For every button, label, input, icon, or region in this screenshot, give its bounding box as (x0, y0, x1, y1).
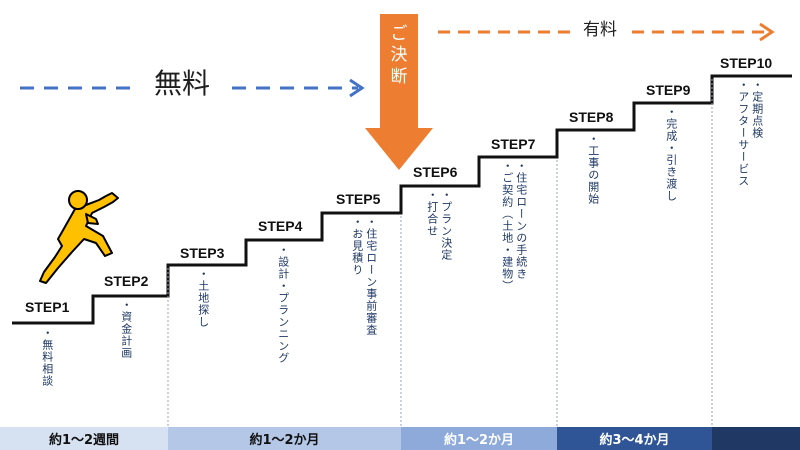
step-label: STEP3 (180, 245, 225, 261)
phase-bar (712, 427, 800, 450)
phase-bar: 約1～2か月 (168, 427, 401, 450)
phase-bar: 約1～2週間 (0, 427, 168, 450)
step-task-text: ・資金計画 (119, 299, 133, 359)
step-task-text: ・無料相談 (40, 327, 54, 387)
step-task-text: ・定期点検 (750, 79, 764, 139)
step-task-text: ・土地探し (196, 268, 210, 328)
phase-bar: 約3～4か月 (557, 427, 712, 450)
step-label: STEP4 (258, 218, 303, 234)
staircase-line (12, 74, 792, 325)
step-task-text: ・プラン決定 (439, 189, 453, 261)
step-task-text: ・ご契約（土地・建物） (500, 160, 514, 292)
phase-bar: 約1～2か月 (401, 427, 557, 450)
decision-arrow (365, 14, 433, 170)
step-label: STEP6 (413, 164, 458, 180)
step-label: STEP1 (25, 299, 70, 315)
paid-arrow (438, 22, 775, 42)
step-label: STEP7 (491, 136, 536, 152)
step-label: STEP8 (569, 109, 614, 125)
step-label: STEP9 (646, 82, 691, 98)
free-arrow (20, 78, 365, 98)
decision-label: ご決断 (386, 24, 412, 88)
step-label: STEP5 (336, 191, 381, 207)
step-task-text: ・打合せ (425, 189, 439, 237)
step-task-text: ・住宅ローンの手続き (514, 160, 528, 280)
free-label: 無料 (154, 67, 211, 100)
step-task-text: ・住宅ローン事前審査 (364, 216, 378, 336)
step-task-text: ・設計・プランニング (276, 244, 290, 364)
step-task-text: ・お見積り (350, 216, 364, 276)
step-task-text: ・工事の開始 (586, 133, 600, 205)
step-label: STEP2 (104, 273, 149, 289)
climbing-person-icon (39, 190, 119, 284)
decision-label-text: ご決断 (390, 24, 408, 87)
step-task-text: ・アフターサービス (736, 79, 750, 187)
step-task-text: ・完成・引き渡し (664, 106, 678, 202)
step-label: STEP10 (720, 55, 773, 71)
stage-dividers (167, 79, 713, 427)
paid-label: 有料 (583, 20, 617, 40)
